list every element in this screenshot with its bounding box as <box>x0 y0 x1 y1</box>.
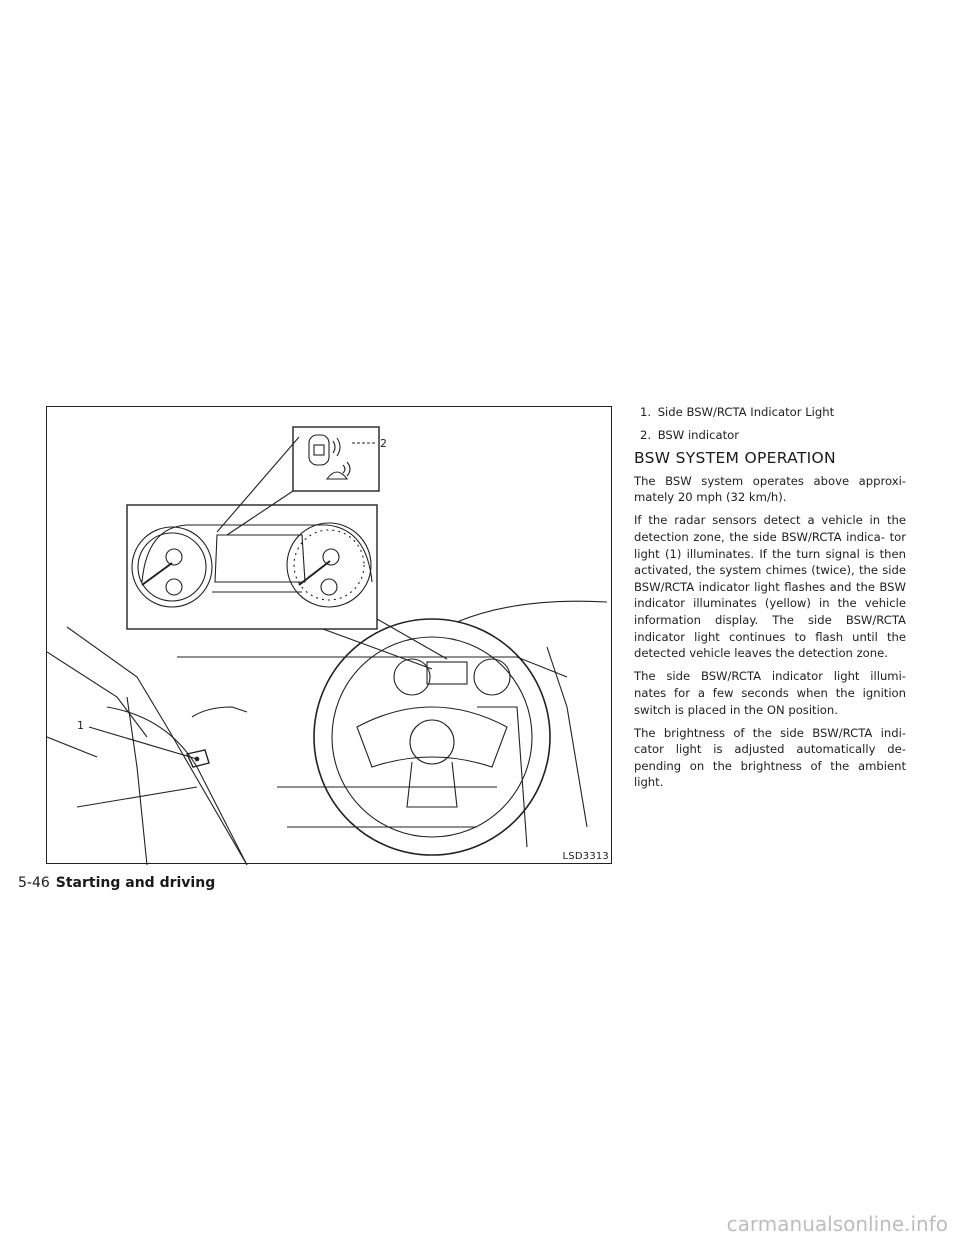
bsw-indicator-zoom-box <box>292 426 380 492</box>
left-gauge <box>131 526 213 608</box>
callout-line-1 <box>88 726 198 760</box>
instrument-cluster-zoom-box <box>126 504 378 630</box>
paragraph: The side BSW/RCTA indicator light illumi… <box>634 669 906 717</box>
right-gauge <box>286 522 372 608</box>
callout-2-label: 2 <box>380 437 387 450</box>
callout-1-label: 1 <box>77 719 84 732</box>
paragraph: The brightness of the side BSW/RCTA indi… <box>634 725 906 790</box>
page-number: 5-46 <box>18 875 50 891</box>
legend-label: BSW indicator <box>657 428 739 443</box>
legend-item-1: 1. Side BSW/RCTA Indicator Light <box>640 404 906 421</box>
side-bsw-rcta-indicator-light <box>186 749 210 768</box>
figure-code: LSD3313 <box>562 851 609 862</box>
section-heading: BSW SYSTEM OPERATION <box>634 449 836 468</box>
paragraph: The BSW system operates above approxi- m… <box>634 473 906 505</box>
paragraph: If the radar sensors detect a vehicle in… <box>634 513 906 661</box>
figure-legend: 1. Side BSW/RCTA Indicator Light 2. BSW … <box>634 404 906 444</box>
illustration-figure: 1 2 LSD3313 <box>46 406 612 865</box>
legend-item-2: 2. BSW indicator <box>640 427 906 444</box>
page-footer: 5-46 Starting and driving <box>18 875 215 891</box>
chapter-title: Starting and driving <box>55 875 216 891</box>
text-column: 1. Side BSW/RCTA Indicator Light 2. BSW … <box>634 404 906 797</box>
steering-wheel <box>313 618 551 856</box>
legend-number: 2. <box>640 428 652 443</box>
watermark: carmanualsonline.info <box>726 1212 948 1236</box>
legend-number: 1. <box>640 405 652 419</box>
dashboard-illustration <box>47 426 608 865</box>
legend-label: Side BSW/RCTA Indicator Light <box>657 405 835 419</box>
